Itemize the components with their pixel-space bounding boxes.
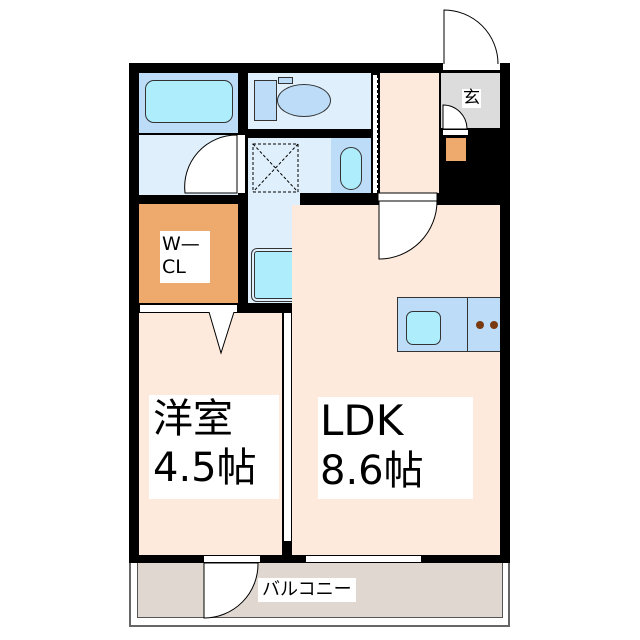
hall-corridor <box>300 138 331 193</box>
toilet-bowl-icon <box>277 84 331 117</box>
ldk-name: LDK <box>320 396 404 445</box>
sliding-partition <box>283 313 292 541</box>
balcony-door-icon <box>203 562 259 619</box>
hallway <box>380 73 439 193</box>
toilet-lid-icon <box>278 77 293 84</box>
washing-machine-space-icon <box>252 143 299 193</box>
toilet-tank-icon <box>254 80 277 121</box>
balcony-window <box>305 555 422 563</box>
western-balcony-opening <box>203 555 261 563</box>
entrance-label: 玄 <box>462 88 481 108</box>
ldk-size: 8.6帖 <box>320 448 424 494</box>
stove-burner-icon <box>476 321 484 329</box>
wcl-label: W— CL <box>160 231 210 283</box>
entrance-door-icon <box>443 9 499 65</box>
entrance-opening <box>443 63 500 71</box>
ldk-label: LDK 8.6帖 <box>318 397 473 499</box>
wcl-label-line2: CL <box>162 256 186 278</box>
sliding-door <box>372 75 378 193</box>
shoe-closet <box>446 138 466 161</box>
sink-icon <box>406 311 441 345</box>
washbasin-icon <box>340 147 362 190</box>
wcl-label-line1: W— <box>162 233 200 255</box>
shoe-closet-door-icon <box>442 104 468 130</box>
bathtub-icon <box>145 80 233 123</box>
western-room-name: 洋室 <box>153 396 233 442</box>
western-room-size: 4.5帖 <box>153 445 257 491</box>
wcl-opening <box>140 305 237 312</box>
balcony-label: バルコニー <box>258 578 356 602</box>
shoe-closet-opening <box>442 129 469 136</box>
western-room-label: 洋室 4.5帖 <box>149 395 279 499</box>
stove-burner-icon-2 <box>490 321 498 329</box>
washroom-door-icon <box>184 134 245 194</box>
wcl-door-icon <box>208 311 235 355</box>
kitchen-divider <box>467 297 468 352</box>
ldk-door-icon <box>377 192 438 260</box>
